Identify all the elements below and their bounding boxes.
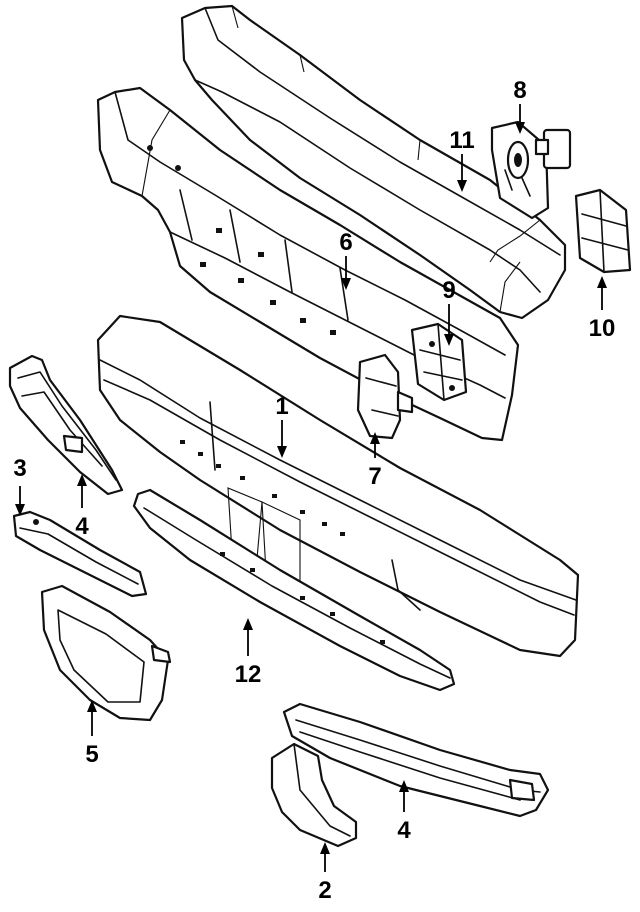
mounting-bracket-part bbox=[410, 322, 468, 402]
callout-12: 12 bbox=[235, 661, 262, 688]
callout-10: 10 bbox=[589, 315, 616, 342]
bumper-face-bar-part bbox=[96, 314, 580, 658]
callout-11: 11 bbox=[449, 127, 474, 154]
callout-5: 5 bbox=[85, 741, 98, 768]
lower-valance-part bbox=[132, 488, 456, 692]
callout-4-lower: 4 bbox=[397, 817, 411, 844]
right-guard-strip-part bbox=[282, 702, 550, 818]
left-guard-strip-part bbox=[8, 354, 124, 496]
filler-strip-part bbox=[12, 510, 148, 598]
reinforcement-bar-part bbox=[96, 86, 520, 442]
side-bracket-part bbox=[356, 353, 414, 440]
insulator-part bbox=[574, 188, 632, 274]
callout-labels: 1 2 3 4 4 5 6 7 8 9 10 11 12 bbox=[13, 77, 615, 904]
callout-3: 3 bbox=[13, 455, 26, 482]
energy-absorber-part bbox=[180, 4, 567, 320]
leader-lines bbox=[15, 104, 607, 872]
callout-2: 2 bbox=[318, 877, 331, 904]
callout-1: 1 bbox=[275, 393, 288, 420]
callout-4-upper: 4 bbox=[75, 513, 89, 540]
bracket-with-bolt-part bbox=[490, 120, 572, 220]
callout-7: 7 bbox=[368, 463, 381, 490]
callout-6: 6 bbox=[339, 229, 352, 256]
corner-filler-part bbox=[40, 584, 172, 722]
callout-8: 8 bbox=[513, 77, 526, 104]
corner-extension-part bbox=[270, 742, 358, 848]
callout-9: 9 bbox=[442, 277, 455, 304]
